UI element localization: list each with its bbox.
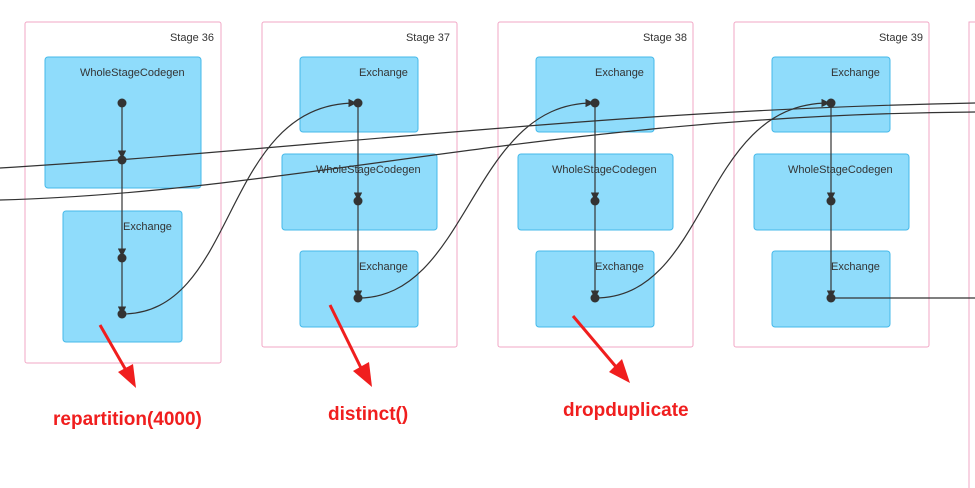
edge-s37-to-s38 xyxy=(357,98,594,299)
node-label: Exchange xyxy=(595,67,644,79)
annotation-repartition: repartition(4000) xyxy=(53,409,202,430)
annotation-arrow-dropduplicate xyxy=(571,315,630,383)
node-label: Exchange xyxy=(359,261,408,273)
annotation-dropduplicate: dropduplicate xyxy=(563,400,689,421)
stage-36-label: Stage 36 xyxy=(170,32,214,44)
stage-37-node-exchange-top[interactable]: Exchange xyxy=(299,56,419,133)
annotation-distinct: distinct() xyxy=(328,404,408,425)
stage-38-label: Stage 38 xyxy=(643,32,687,44)
node-label: Exchange xyxy=(359,67,408,79)
stage-next-partial-box xyxy=(968,21,975,488)
stage-36-node-wholestagecodegen[interactable]: WholeStageCodegen xyxy=(44,56,202,189)
node-label: WholeStageCodegen xyxy=(80,67,185,79)
annotation-arrow-distinct xyxy=(328,304,372,387)
edge-s38-to-s39 xyxy=(594,98,830,299)
stage-37[interactable]: Stage 37 Exchange WholeStageCodegen Exch… xyxy=(261,21,458,348)
node-label: WholeStageCodegen xyxy=(552,164,657,176)
node-label: Exchange xyxy=(123,221,172,233)
edge-long-lower xyxy=(0,111,975,201)
stage-37-label: Stage 37 xyxy=(406,32,450,44)
stage-39-label: Stage 39 xyxy=(879,32,923,44)
node-label: Exchange xyxy=(595,261,644,273)
stage-38-node-exchange-top[interactable]: Exchange xyxy=(535,56,655,133)
stage-36[interactable]: Stage 36 WholeStageCodegen Exchange xyxy=(24,21,222,364)
edge-long-upper xyxy=(0,102,975,169)
node-label: Exchange xyxy=(831,67,880,79)
annotation-arrow-repartition xyxy=(98,324,136,388)
node-label: Exchange xyxy=(831,261,880,273)
edge-s36-to-s37 xyxy=(121,98,357,315)
node-label: WholeStageCodegen xyxy=(316,164,421,176)
stage-37-node-exchange-bottom[interactable]: Exchange xyxy=(299,250,419,328)
node-dots xyxy=(117,98,836,319)
node-label: WholeStageCodegen xyxy=(788,164,893,176)
stage-39-node-exchange-top[interactable]: Exchange xyxy=(771,56,891,133)
